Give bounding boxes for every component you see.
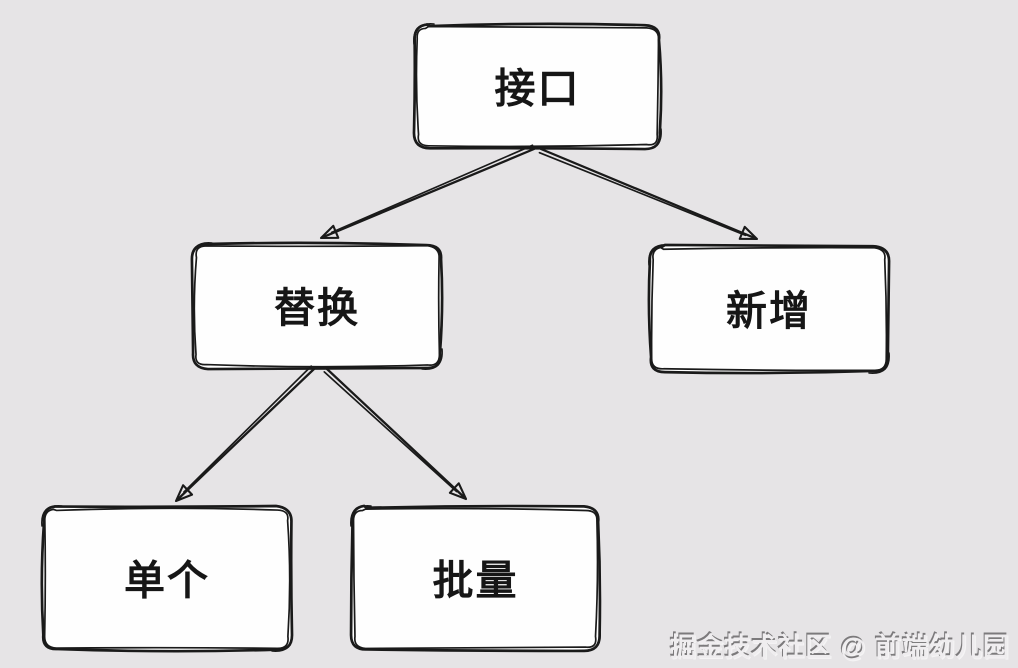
diagram-node-batch: 批量 [349,504,602,653]
edge-interface-add [538,147,759,241]
diagram-node-replace: 替换 [190,241,444,371]
node-label-interface: 接口 [495,66,581,112]
arrowhead-icon [448,482,468,501]
arrowhead-icon [319,224,340,240]
diagram-node-interface: 接口 [412,22,663,151]
node-label-single: 单个 [124,558,210,604]
edge-replace-single [174,365,316,503]
edge-replace-batch [323,367,468,501]
node-label-add: 新增 [726,288,812,334]
arrowhead-icon [174,484,194,503]
diagram-node-single: 单个 [40,504,294,653]
arrowhead-icon [738,225,759,241]
node-label-replace: 替换 [274,285,360,331]
node-label-batch: 批量 [433,558,519,604]
watermark: 掘金技术社区 @ 前端幼儿园 [670,632,1010,662]
diagram-node-add: 新增 [647,243,891,375]
edge-interface-replace [319,144,536,240]
